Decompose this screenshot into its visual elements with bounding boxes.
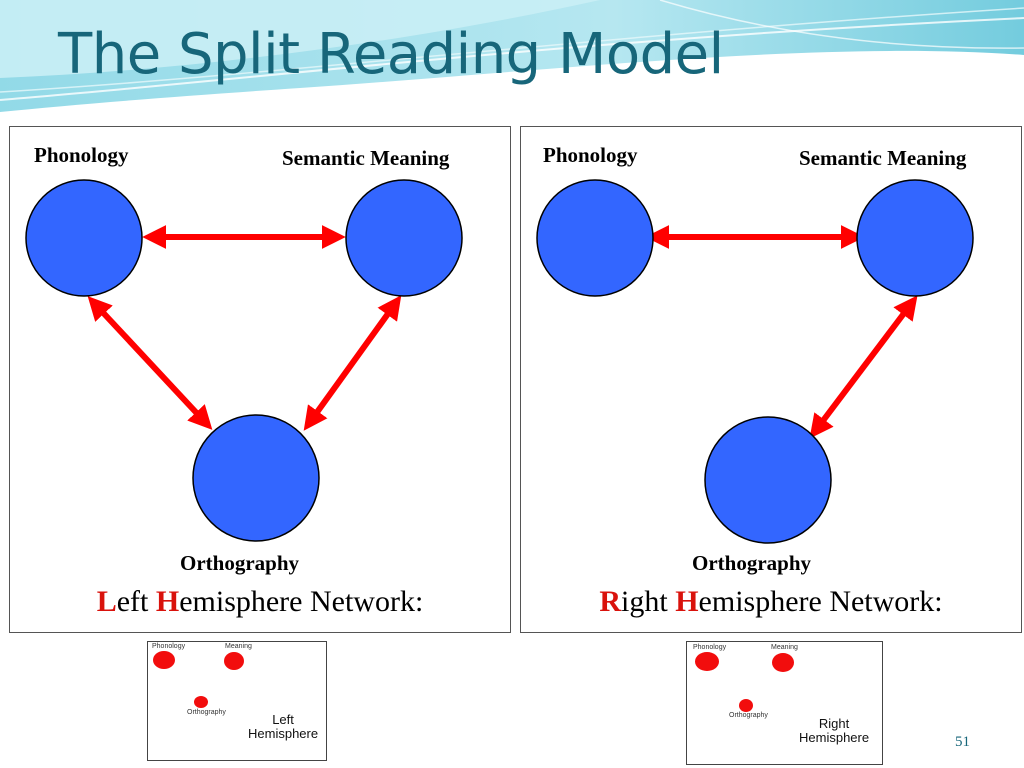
thumb-orthography-label: Orthography <box>187 709 226 716</box>
orthography-node <box>704 416 832 544</box>
caption-text-2: emisphere Network: <box>179 585 424 618</box>
thumb-hemisphere-line2: Hemisphere <box>799 730 870 745</box>
caption-initial-h: H <box>675 585 699 618</box>
caption-initial-l: L <box>96 585 117 618</box>
thumb-phonology-label: Phonology <box>152 643 186 650</box>
right-hemisphere-panel: Phonology Semantic Meaning Orthography R… <box>520 126 1022 633</box>
semantic-meaning-node <box>856 179 974 297</box>
caption-initial-h: H <box>155 585 180 618</box>
orthography-node <box>192 414 320 542</box>
thumb-orthography-dot <box>739 699 753 712</box>
header-wave-decoration <box>0 0 1024 112</box>
orthography-label: Orthography <box>692 551 812 575</box>
caption-text-1: ight <box>621 585 676 618</box>
thumb-phonology-dot <box>153 651 175 669</box>
thumb-meaning-dot <box>772 653 794 672</box>
arrow-semantic-orthography <box>303 295 402 431</box>
phonology-node <box>536 179 654 297</box>
arrow-phonology-orthography <box>87 296 213 430</box>
semantic-meaning-label: Semantic Meaning <box>799 146 967 170</box>
right-hemisphere-caption: Right Hemisphere Network: <box>521 585 1021 619</box>
phonology-label: Phonology <box>34 143 129 167</box>
thumb-hemisphere-line2: Hemisphere <box>248 726 319 741</box>
thumb-meaning-label: Meaning <box>771 644 798 651</box>
phonology-label: Phonology <box>543 143 638 167</box>
thumb-hemisphere-line1: Right <box>818 716 850 731</box>
slide-title: The Split Reading Model <box>58 22 724 87</box>
caption-text-2: emisphere Network: <box>698 585 943 618</box>
thumb-meaning-label: Meaning <box>225 643 252 650</box>
thumb-phonology-label: Phonology <box>693 644 727 651</box>
orthography-label: Orthography <box>180 551 300 575</box>
left-network-diagram <box>25 179 463 542</box>
left-hemisphere-panel: Phonology Semantic Meaning Orthography L… <box>9 126 511 633</box>
thumb-meaning-dot <box>224 652 244 670</box>
thumb-orthography-label: Orthography <box>729 712 768 719</box>
thumb-orthography-dot <box>194 696 208 708</box>
arrow-semantic-orthography <box>809 295 918 439</box>
caption-text-1: eft <box>116 585 156 618</box>
slide-number: 51 <box>955 734 970 750</box>
phonology-node <box>25 179 143 297</box>
left-hemisphere-caption: Left Hemisphere Network: <box>10 585 510 619</box>
thumb-phonology-dot <box>695 652 719 671</box>
right-network-diagram <box>536 179 974 544</box>
semantic-meaning-label: Semantic Meaning <box>282 146 450 170</box>
semantic-meaning-node <box>345 179 463 297</box>
caption-initial-r: R <box>599 585 622 618</box>
thumb-hemisphere-line1: Left <box>272 712 294 727</box>
